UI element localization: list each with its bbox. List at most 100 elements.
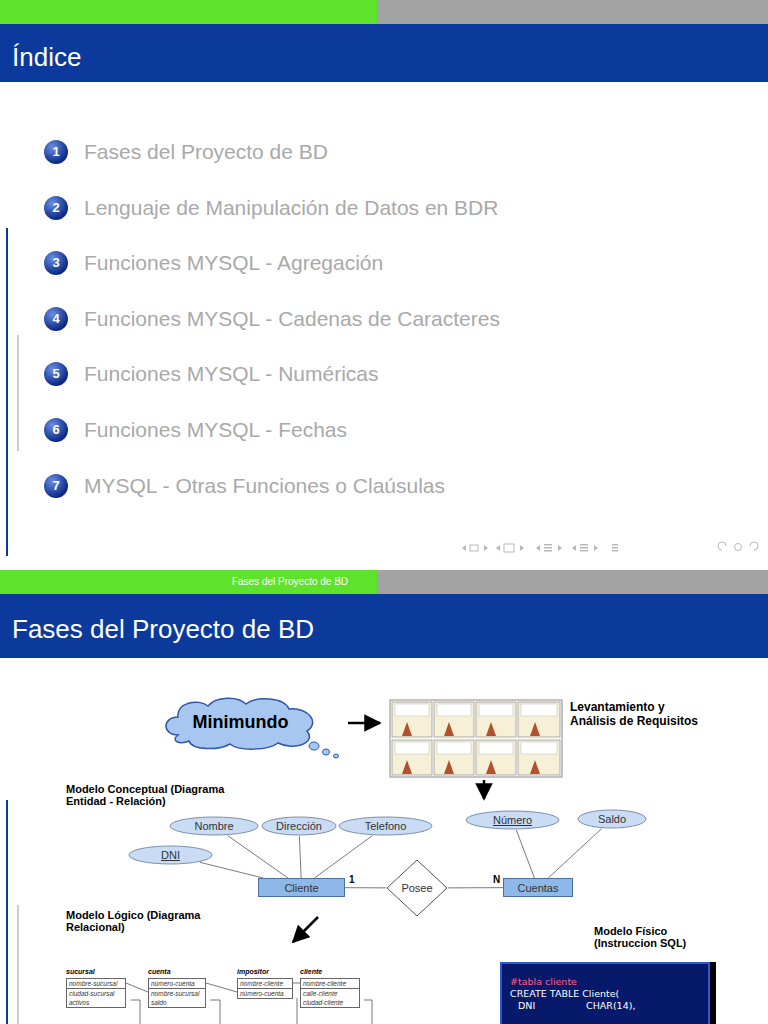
node-text: Saldo	[598, 813, 626, 825]
node-text: Dirección	[276, 820, 322, 832]
table-column: activos	[67, 998, 125, 1007]
comic-panel	[518, 740, 560, 775]
relation-table: impositornombre-clientenúmero-cuenta	[237, 966, 293, 999]
number-circle: 3	[44, 251, 68, 275]
header-bar	[377, 570, 768, 594]
relation-line	[297, 998, 298, 1024]
nav-icon	[735, 544, 742, 551]
title-bar	[0, 594, 768, 658]
item-text: Funciones MYSQL - Numéricas	[84, 361, 378, 387]
table-column: número-cuenta	[149, 979, 205, 989]
item-text: Funciones MYSQL - Fechas	[84, 417, 347, 443]
node-label-box: Telefono	[338, 816, 433, 836]
nav-icon	[470, 545, 478, 551]
slide-title: Fases del Proyecto de BD	[12, 614, 314, 645]
attribute-node: Número	[465, 810, 560, 830]
node-heading: Levantamiento y Análisis de Requisitos	[570, 700, 710, 728]
connector	[314, 836, 372, 878]
node-text: Minimundo	[193, 712, 289, 733]
table-name: impositor	[237, 966, 293, 978]
model-heading: Modelo Físico (Instruccion SQL)	[594, 925, 706, 949]
node-label-box: Posee	[386, 859, 448, 917]
speech-bubble	[437, 704, 471, 716]
node-label-box: Número	[465, 810, 560, 830]
relation-line	[131, 1000, 140, 1024]
code-line: DNI	[518, 1000, 535, 1011]
attribute-node: Dirección	[261, 816, 337, 836]
number-circle: 2	[44, 196, 68, 220]
table-column: nombre-sucursal	[67, 979, 125, 989]
node-label-box: Minimundo	[158, 695, 323, 750]
connector	[299, 836, 301, 878]
table-column: ciudad-cliente	[301, 998, 359, 1007]
comic-panel	[476, 740, 516, 775]
table-name: sucursal	[66, 966, 126, 978]
table-box: nombre-clientenúmero-cuenta	[237, 978, 293, 999]
connector	[348, 722, 380, 725]
node-label-box: Nombre	[169, 816, 259, 836]
side-line	[6, 800, 8, 1024]
speech-bubble	[437, 742, 471, 754]
table-box: nombre-sucursalciudad-sucursalactivos	[66, 978, 126, 1008]
code-line: #tabla cliente	[510, 976, 577, 987]
attribute-node: Telefono	[338, 816, 433, 836]
relation-table: clientenombre-clientecalle-clienteciudad…	[300, 966, 360, 1008]
comic-figure	[402, 722, 412, 736]
node-label-box: Saldo	[577, 809, 647, 829]
side-line	[18, 905, 19, 1024]
entity-box: Cuentas	[503, 878, 573, 897]
table-column: ciudad-sucursal	[67, 989, 125, 998]
nav-icon	[594, 545, 598, 551]
flow-arrow	[293, 917, 318, 942]
index-item: 5 Funciones MYSQL - Numéricas	[44, 362, 604, 386]
nav-icon	[544, 550, 552, 552]
connector	[516, 830, 534, 878]
comic-panel	[518, 702, 560, 737]
comic-frame	[390, 700, 562, 777]
connector	[345, 887, 386, 888]
requirements-node: Levantamiento y Análisis de Requisitos	[388, 700, 710, 777]
node-text: Nombre	[194, 820, 233, 832]
side-line	[18, 335, 19, 451]
nav-icon	[504, 544, 514, 552]
nav-icon	[544, 547, 552, 549]
table-name: cuenta	[148, 966, 206, 978]
comic-figure	[444, 722, 454, 736]
attribute-node: Saldo	[577, 809, 647, 829]
index-item: 6 Funciones MYSQL - Fechas	[44, 418, 604, 442]
node-text: Número	[493, 814, 532, 826]
side-line	[6, 228, 8, 556]
speech-bubble	[521, 742, 557, 754]
nav-icon	[612, 544, 618, 546]
entity-box: Cliente	[258, 878, 345, 897]
nav-icon	[520, 545, 524, 551]
index-item: 3Funciones MYSQL - Agregación	[44, 251, 604, 275]
item-number: 5	[44, 362, 68, 386]
nav-icon	[484, 545, 488, 551]
table-column: nombre-cliente	[238, 979, 292, 989]
comic-strip	[390, 700, 562, 777]
nav-icon	[612, 547, 618, 549]
comic-figure	[444, 760, 454, 774]
cardinality-label: 1	[349, 874, 355, 885]
speech-bubble	[395, 704, 429, 716]
node-text: Cliente	[284, 882, 318, 894]
item-text: Fases del Proyecto de BD	[84, 139, 328, 165]
comic-panel	[392, 740, 432, 775]
nav-icon	[544, 544, 552, 546]
table-name: cliente	[300, 966, 360, 978]
item-number: 6	[44, 418, 68, 442]
slide-title: Índice	[12, 42, 81, 73]
comic-panel	[476, 702, 516, 737]
item-number: 3	[44, 251, 68, 275]
table-column: nombre-sucursal	[149, 989, 205, 998]
relation-line	[210, 1000, 220, 1024]
number-circle: 7	[44, 474, 68, 498]
table-column: calle-cliente	[301, 989, 359, 998]
item-number: 4	[44, 307, 68, 331]
speech-bubble	[479, 704, 513, 716]
nav-icon	[750, 542, 758, 550]
sql-code-box: #tabla clienteCREATE TABLE Cliente(DNICH…	[500, 962, 710, 1024]
comic-figure	[530, 760, 540, 774]
